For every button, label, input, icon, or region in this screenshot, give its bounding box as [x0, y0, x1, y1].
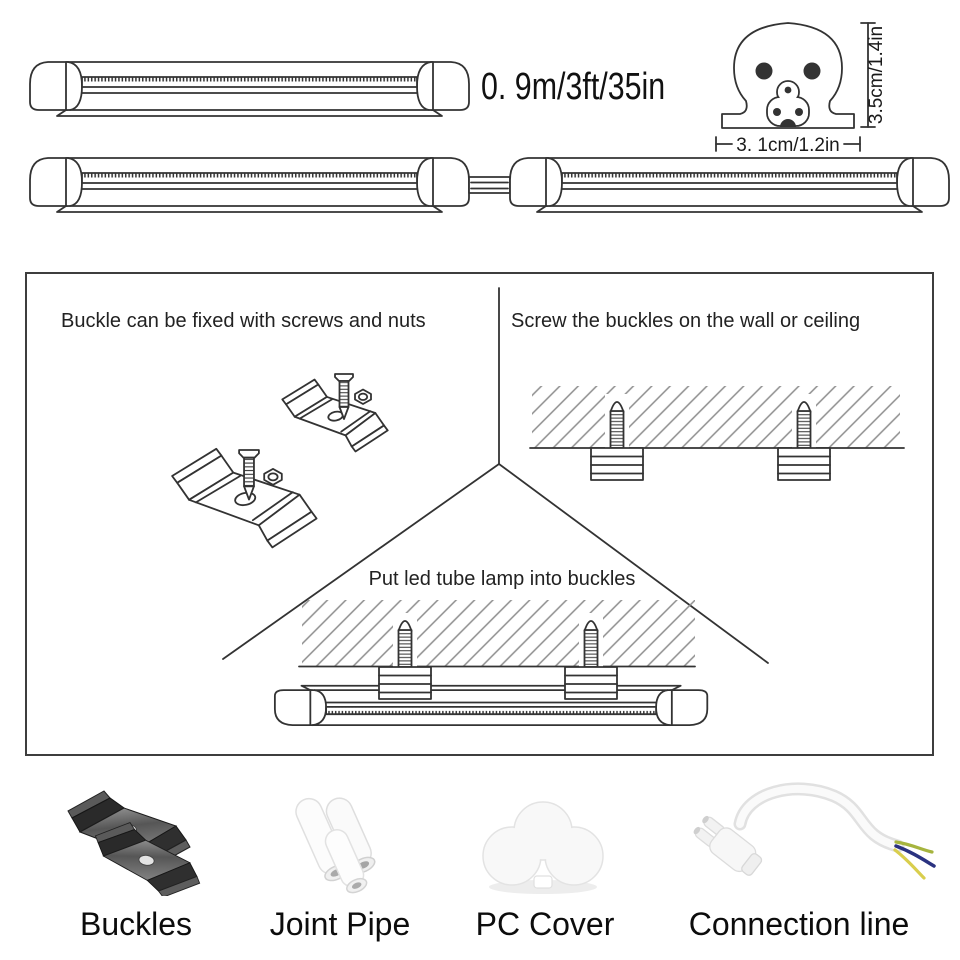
- wire-yellow: [893, 848, 926, 880]
- connected-tubes-drawing: [29, 157, 950, 213]
- wire-blue: [894, 844, 936, 868]
- joint-connector: [469, 177, 510, 193]
- step3-label: Put led tube lamp into buckles: [368, 568, 636, 590]
- screw-hole-right: [803, 62, 821, 80]
- step2-label: Screw the buckles on the wall or ceiling: [511, 310, 861, 332]
- tube-mount-diagram: [273, 600, 709, 727]
- wire-green: [894, 840, 934, 854]
- divider-diagonal-right: [499, 464, 768, 663]
- part-label-connection-line: Connection line: [688, 906, 910, 942]
- screw-hole-left: [755, 62, 773, 80]
- installation-diagrams: [171, 274, 932, 727]
- plug-connector: [693, 815, 763, 876]
- length-label: 0. 9m/3ft/35in: [481, 66, 666, 108]
- part-label-pc-cover: PC Cover: [475, 906, 615, 942]
- single-tube-drawing: [29, 61, 470, 117]
- connection-line-photo: [693, 782, 936, 880]
- cross-section-drawing: 3. 1cm/1.2in 3.5cm/1.4in: [708, 6, 887, 156]
- ceiling-hatch: [302, 600, 695, 666]
- joint-pipe-photo: [295, 797, 376, 894]
- buckles-photo: [67, 790, 208, 896]
- pc-cover-photo: [482, 801, 604, 894]
- installation-box: Buckle can be fixed with screws and nuts…: [25, 272, 934, 756]
- step1-label: Buckle can be fixed with screws and nuts: [61, 310, 426, 332]
- part-label-buckles: Buckles: [79, 906, 193, 942]
- buckle-screw-diagram: [171, 373, 389, 549]
- ceiling-hatch: [532, 386, 900, 448]
- ceiling-mount-diagram: [530, 386, 904, 481]
- divider-diagonal-left: [223, 464, 499, 659]
- cross-width-label: 3. 1cm/1.2in: [736, 135, 840, 156]
- cross-height-label: 3.5cm/1.4in: [866, 26, 887, 124]
- part-label-joint-pipe: Joint Pipe: [269, 906, 411, 942]
